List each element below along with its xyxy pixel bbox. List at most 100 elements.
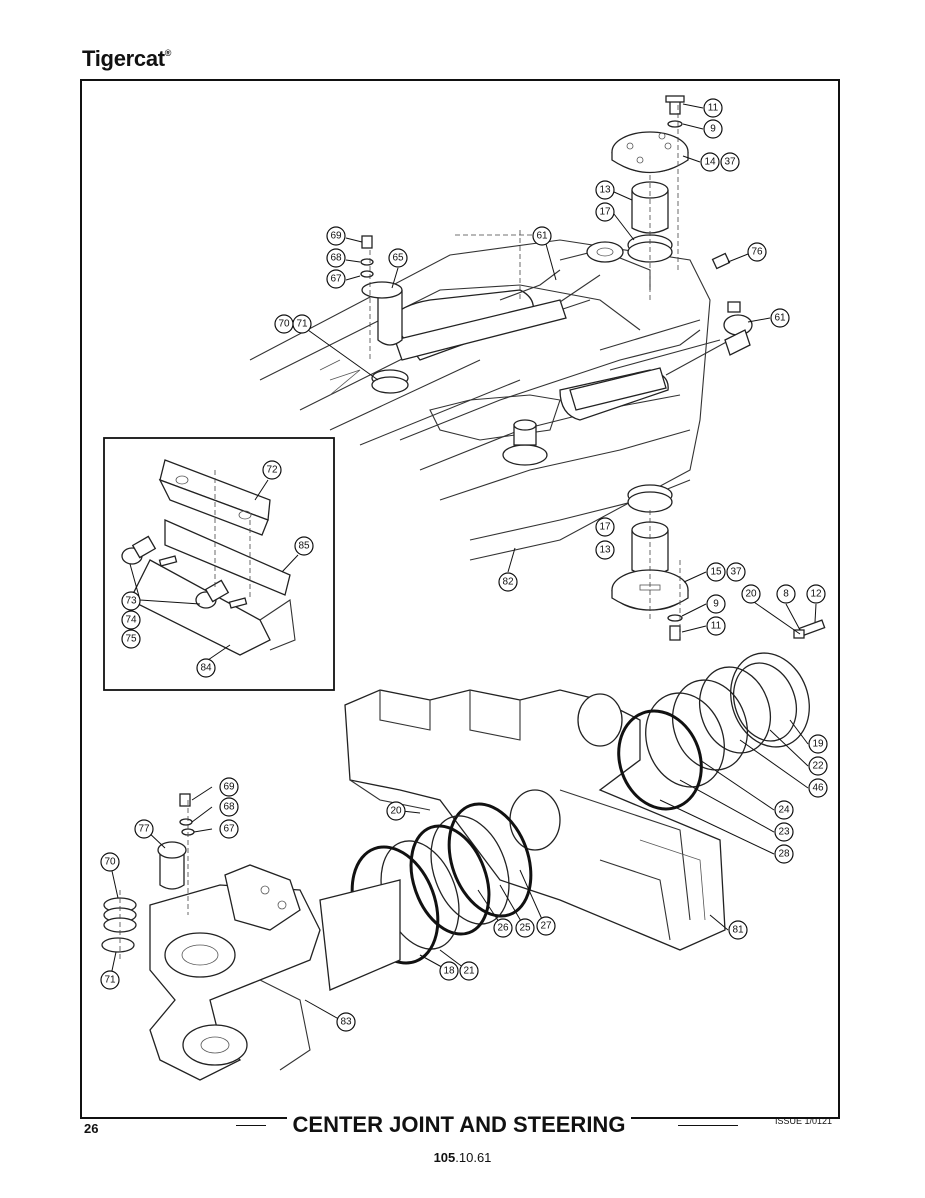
svg-text:69: 69 [223,782,235,793]
svg-text:27: 27 [540,921,552,932]
document-number-rest: .10.61 [455,1150,492,1165]
svg-text:13: 13 [599,185,611,196]
callout-67-top: 67 [326,269,346,289]
callout-28: 28 [774,844,794,864]
callout-69-top: 69 [326,226,346,246]
leader-lines [109,103,817,1023]
svg-text:83: 83 [340,1017,352,1028]
registered-mark: ® [164,48,172,58]
document-number: 105.10.61 [0,1150,925,1165]
callout-17-bottom: 17 [595,517,615,537]
callout-69-bottom: 69 [219,777,239,797]
callout-70-top: 70 [274,314,294,334]
title-rule-right [678,1125,738,1126]
svg-text:70: 70 [104,857,116,868]
tie-rod-end [723,301,753,356]
callout-9-bottom: 9 [706,594,726,614]
upper-frame [249,230,731,561]
lower-pin-stack [611,484,826,641]
center-housing [344,689,726,951]
svg-text:9: 9 [713,599,719,610]
svg-text:20: 20 [745,589,757,600]
svg-text:77: 77 [138,824,150,835]
svg-text:37: 37 [730,567,742,578]
svg-text:28: 28 [778,849,790,860]
callout-24: 24 [774,800,794,820]
callout-77: 77 [134,819,154,839]
svg-text:73: 73 [125,596,137,607]
section-title: CENTER JOINT AND STEERING [86,1112,832,1137]
callout-37-bottom: 37 [726,562,746,582]
svg-text:14: 14 [704,157,716,168]
svg-text:26: 26 [497,923,509,934]
svg-text:23: 23 [778,827,790,838]
callout-74: 74 [121,610,141,630]
brand-name: Tigercat [82,46,165,71]
svg-text:37: 37 [724,157,736,168]
callout-72: 72 [262,460,282,480]
svg-text:8: 8 [783,589,789,600]
svg-text:46: 46 [812,783,824,794]
callout-76: 76 [747,242,767,262]
callout-71-top: 71 [292,314,312,334]
page-number: 26 [84,1121,99,1136]
svg-text:71: 71 [104,975,116,986]
callout-20-right: 20 [741,584,761,604]
callout-23: 23 [774,822,794,842]
callout-14: 14 [700,152,720,172]
svg-text:61: 61 [536,231,548,242]
callout-17-top: 17 [595,202,615,222]
svg-text:67: 67 [223,824,235,835]
svg-text:13: 13 [599,545,611,556]
callout-25: 25 [515,918,535,938]
svg-text:11: 11 [711,621,722,632]
title-rule-left [236,1125,266,1126]
callout-8: 8 [776,584,796,604]
svg-text:20: 20 [390,806,402,817]
lower-left-pin-stack [101,793,195,960]
callout-85: 85 [294,536,314,556]
svg-text:15: 15 [710,567,722,578]
callout-26: 26 [493,918,513,938]
svg-text:25: 25 [519,923,531,934]
svg-text:68: 68 [330,253,342,264]
callout-61-top: 61 [532,226,552,246]
svg-text:65: 65 [392,253,404,264]
callout-11-bottom: 11 [706,616,726,636]
callouts: 11 9 14 37 13 17 61 76 69 68 67 65 70 71… [100,98,828,1032]
svg-text:72: 72 [266,465,278,476]
svg-text:76: 76 [751,247,763,258]
callout-13-top: 13 [595,180,615,200]
svg-text:18: 18 [443,966,455,977]
svg-text:11: 11 [708,103,719,114]
svg-text:85: 85 [298,541,310,552]
issue-label: ISSUE 1/0121 [775,1116,833,1126]
upper-pin-stack [611,95,731,300]
callout-27: 27 [536,916,556,936]
callout-22: 22 [808,756,828,776]
svg-text:81: 81 [732,925,744,936]
callout-71-bottom: 71 [100,970,120,990]
svg-text:12: 12 [810,589,822,600]
callout-11-top: 11 [703,98,723,118]
callout-67-bottom: 67 [219,819,239,839]
svg-text:75: 75 [125,634,137,645]
brand-logo: Tigercat® [82,46,171,72]
callout-81: 81 [728,920,748,940]
callout-68-top: 68 [326,248,346,268]
svg-text:70: 70 [278,319,290,330]
callout-61-right: 61 [770,308,790,328]
left-bearing-stack [350,802,533,965]
svg-text:9: 9 [710,124,716,135]
svg-text:24: 24 [778,805,790,816]
callout-70-bottom: 70 [100,852,120,872]
callout-19: 19 [808,734,828,754]
svg-text:17: 17 [599,522,611,533]
callout-65: 65 [388,248,408,268]
right-bearing-stack [617,652,810,811]
svg-text:61: 61 [774,313,786,324]
callout-83: 83 [336,1012,356,1032]
svg-text:19: 19 [812,739,824,750]
document-number-bold: 105 [433,1150,456,1165]
svg-text:21: 21 [463,966,475,977]
